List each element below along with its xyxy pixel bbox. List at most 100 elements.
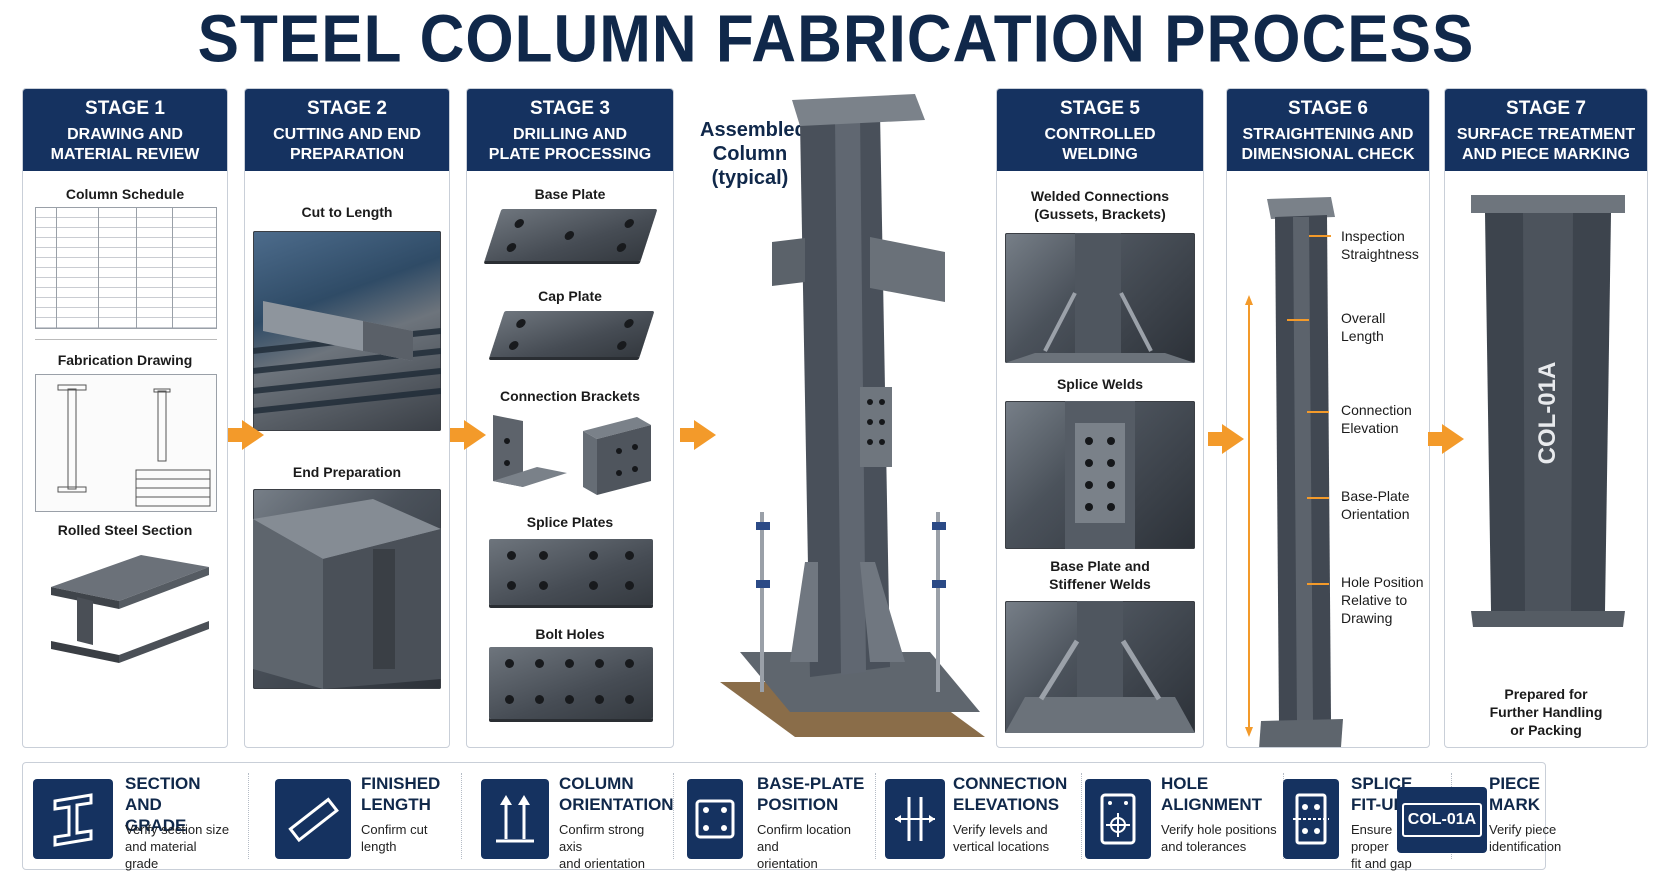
check-label-line: Orientation bbox=[1341, 506, 1410, 522]
note-line: or Packing bbox=[1510, 722, 1582, 738]
check-label-line: Straightness bbox=[1341, 246, 1419, 262]
check-label-line: Hole Position bbox=[1341, 574, 1424, 590]
splice-welds-label: Splice Welds bbox=[1056, 376, 1144, 392]
check-label-line: Relative to bbox=[1341, 592, 1408, 608]
divider bbox=[248, 773, 249, 859]
straightened-column-image bbox=[1235, 191, 1345, 747]
checklist-desc-line: Verify section size bbox=[125, 822, 230, 837]
check-label-line: Overall bbox=[1341, 310, 1386, 326]
check-label-line: Connection bbox=[1341, 402, 1412, 418]
checklist-desc-line: Confirm cut bbox=[361, 822, 428, 837]
divider bbox=[875, 773, 876, 859]
caption-line: Stiffener Welds bbox=[1049, 576, 1151, 592]
roller-conveyor bbox=[252, 301, 442, 414]
checklist-desc-line: Verify hole positions bbox=[1161, 822, 1277, 837]
caption-line: Assembled bbox=[700, 119, 807, 141]
checklist-title-line: BASE-PLATE bbox=[757, 774, 865, 793]
checklist-title-line: PIECE bbox=[1489, 774, 1541, 793]
checklist-desc-line: and material grade bbox=[125, 839, 197, 871]
checklist-title-line: ALIGNMENT bbox=[1161, 795, 1263, 814]
stage-number: STAGE 2 bbox=[307, 98, 387, 119]
divider bbox=[673, 773, 674, 859]
stage-5-panel: STAGE 5 CONTROLLED WELDING Welded Connec… bbox=[996, 88, 1204, 748]
flow-arrow-6-7 bbox=[1428, 424, 1464, 454]
ruler-icon bbox=[275, 779, 351, 859]
stage-6-panel: STAGE 6 STRAIGHTENING AND DIMENSIONAL CH… bbox=[1226, 88, 1430, 748]
cap-plate-label: Cap Plate bbox=[538, 288, 602, 304]
flow-arrow-1-2 bbox=[228, 420, 264, 450]
checklist-desc-line: Confirm strong axis bbox=[559, 822, 645, 854]
checklist-title-line: POSITION bbox=[757, 795, 839, 814]
column-schedule-table bbox=[35, 207, 217, 329]
checklist-desc-line: length bbox=[361, 839, 397, 854]
rolled-steel-section-image bbox=[41, 547, 211, 667]
checklist-desc-line: vertical locations bbox=[953, 839, 1050, 854]
end-preparation-photo bbox=[253, 489, 441, 689]
checklist-desc-line: identification bbox=[1489, 839, 1562, 854]
flow-arrow-3-4 bbox=[680, 420, 716, 450]
stage-number: STAGE 7 bbox=[1506, 98, 1586, 119]
crosshair-icon bbox=[1085, 779, 1151, 859]
fabrication-drawing-label: Fabrication Drawing bbox=[57, 352, 193, 368]
marked-column-image bbox=[1463, 191, 1633, 631]
orientation-arrows-icon bbox=[481, 779, 549, 859]
check-label-line: Inspection bbox=[1341, 228, 1405, 244]
checklist-title-line: MARK bbox=[1489, 795, 1540, 814]
divider bbox=[1081, 773, 1082, 859]
bolt-holes-image bbox=[489, 647, 653, 719]
stage-number: STAGE 5 bbox=[1060, 98, 1140, 119]
checklist-desc-line: orientation bbox=[757, 856, 818, 871]
flow-arrow-2-3 bbox=[450, 420, 486, 450]
checklist-title-line: LENGTH bbox=[361, 795, 431, 814]
stage-5-header: STAGE 5 CONTROLLED WELDING bbox=[997, 89, 1203, 171]
caption-line: (Gussets, Brackets) bbox=[1034, 206, 1166, 222]
cut-to-length-photo bbox=[252, 231, 442, 431]
check-label-line: Elevation bbox=[1341, 420, 1399, 436]
stage-name-line: DRAWING AND bbox=[67, 126, 183, 143]
stage-7-header: STAGE 7 SURFACE TREATMENT AND PIECE MARK… bbox=[1445, 89, 1647, 171]
end-preparation-label: End Preparation bbox=[292, 464, 402, 480]
page-title: STEEL COLUMN FABRICATION PROCESS bbox=[197, 2, 1475, 77]
splice-plates-label: Splice Plates bbox=[526, 514, 614, 530]
stage-name-line: PLATE PROCESSING bbox=[488, 146, 652, 163]
stage-name-line: CONTROLLED bbox=[1044, 126, 1156, 143]
drawing-sketch bbox=[57, 384, 211, 507]
welded-connections-label: Welded Connections (Gussets, Brackets) bbox=[997, 187, 1203, 223]
stage-3-panel: STAGE 3 DRILLING AND PLATE PROCESSING Ba… bbox=[466, 88, 674, 748]
stage-name-line: MATERIAL REVIEW bbox=[50, 146, 200, 163]
welded-connections-photo bbox=[1005, 233, 1195, 363]
i-beam-icon bbox=[33, 779, 113, 859]
piece-mark-icon-text: COL-01A bbox=[1401, 803, 1483, 837]
stage-name-line: DIMENSIONAL CHECK bbox=[1241, 146, 1415, 163]
stage-2-header: STAGE 2 CUTTING AND END PREPARATION bbox=[245, 89, 449, 171]
stage-name-line: PREPARATION bbox=[289, 146, 405, 163]
checklist-desc-line: and tolerances bbox=[1161, 839, 1247, 854]
checklist-title-line: FINISHED bbox=[361, 774, 441, 793]
stage-1-panel: STAGE 1 DRAWING AND MATERIAL REVIEW Colu… bbox=[22, 88, 228, 748]
checklist-title-line: SECTION AND bbox=[125, 774, 201, 814]
stage-number: STAGE 1 bbox=[85, 98, 165, 119]
caption-line: (typical) bbox=[711, 167, 789, 189]
rolled-steel-section-label: Rolled Steel Section bbox=[57, 522, 193, 538]
connection-brackets-label: Connection Brackets bbox=[499, 388, 641, 404]
stage-name-line: WELDING bbox=[1062, 146, 1138, 163]
splice-welds-photo bbox=[1005, 401, 1195, 549]
stage-number: STAGE 6 bbox=[1288, 98, 1368, 119]
stage-name-line: DRILLING AND bbox=[512, 126, 628, 143]
stage-name-line: STRAIGHTENING AND bbox=[1242, 126, 1414, 143]
base-plate-label: Base Plate bbox=[534, 186, 606, 202]
stage-name-line: CUTTING AND END bbox=[273, 126, 421, 143]
caption-line: Column bbox=[712, 143, 788, 165]
column-schedule-label: Column Schedule bbox=[65, 186, 185, 202]
connection-brackets-image bbox=[487, 411, 657, 501]
check-finished-length: FINISHED LENGTH Confirm cut length bbox=[275, 773, 455, 863]
cut-to-length-label: Cut to Length bbox=[301, 204, 393, 220]
stage-1-header: STAGE 1 DRAWING AND MATERIAL REVIEW bbox=[23, 89, 227, 171]
checklist-desc-line: fit and gap bbox=[1351, 856, 1412, 871]
stage-number: STAGE 3 bbox=[530, 98, 610, 119]
stage-name-line: SURFACE TREATMENT bbox=[1456, 126, 1636, 143]
